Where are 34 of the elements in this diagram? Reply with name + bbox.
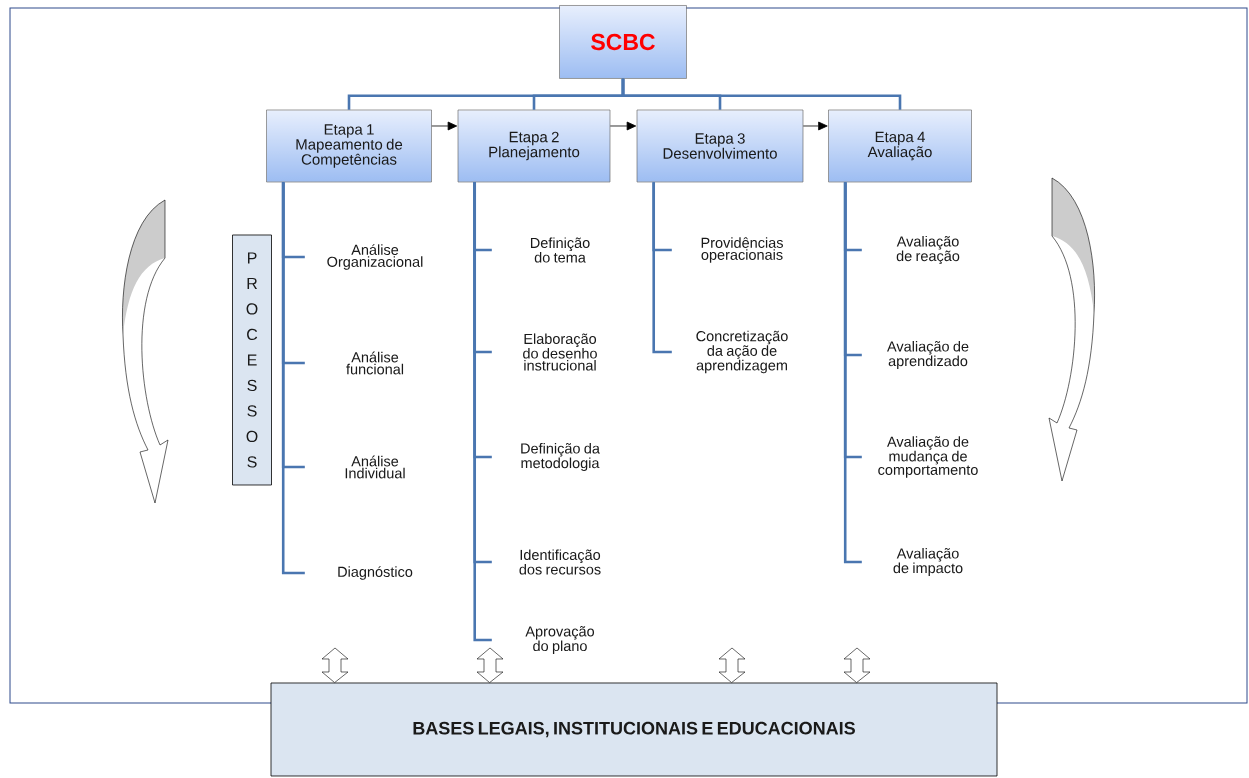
stage-box: Etapa 3 Desenvolvimento [636,109,804,183]
item-label: Avaliação de mudança de comportamento [878,436,978,478]
arrow [609,121,637,131]
item-label: Definição da metodologia [521,442,600,472]
arrow [431,121,458,131]
connector-line [281,182,305,575]
stage-box: Etapa 1 Mapeamento de Competências [266,109,432,183]
item-label: Providências operacionais [701,237,783,263]
item-label: Aprovação do plano [525,626,595,654]
vertical-label-box: PROCESSOS [232,234,272,486]
item-label: Análise Organizacional [327,244,423,270]
root-box: SCBC [559,5,687,79]
arrow [802,121,828,131]
base-box: BASES LEGAIS, INSTITUCIONAIS E EDUCACIONAIS [270,682,998,777]
item-label: Elaboração do desenho instrucional [523,333,597,371]
connector-line [621,78,902,110]
double-arrow [718,647,746,683]
connector-line [652,182,672,354]
item-label: Concretização da ação de aprendizagem [696,330,788,374]
item-label: Avaliação de aprendizado [887,340,969,370]
connector-line [843,182,862,564]
item-label: Análise Individual [345,455,405,479]
item-label: Avaliação de impacto [893,547,963,577]
double-arrow [321,647,349,683]
stage-box: Etapa 2 Planejamento [457,109,611,183]
item-label: Identificação dos recursos [519,549,601,575]
double-arrow [843,647,871,683]
item-label: Diagnóstico [338,566,413,580]
double-arrow [476,647,504,683]
item-label: Análise funcional [346,351,404,375]
connector-line [473,182,492,642]
stage-box: Etapa 4 Avaliação [828,109,972,183]
item-label: Avaliação de reação [896,235,960,265]
item-label: Definição do tema [531,237,590,263]
